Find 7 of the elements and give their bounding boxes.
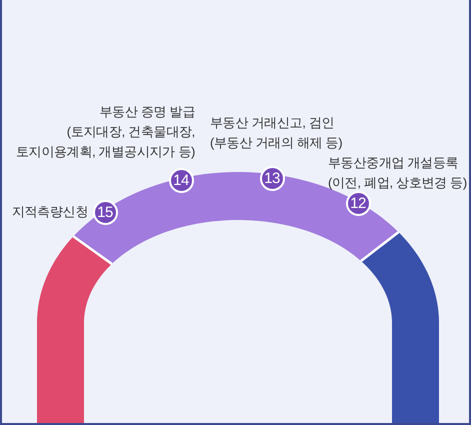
step-note: (이전, 폐업, 상호변경 등) bbox=[328, 174, 467, 192]
step-title: 부동산 증명 발급 bbox=[99, 103, 195, 121]
step-title: 부동산 거래신고, 검인 bbox=[210, 114, 334, 132]
step-title: 지적측량신청 bbox=[12, 203, 88, 221]
step-note: (토지대장, 건축물대장, 토지이용계획, 개별공시지가 등) bbox=[14, 123, 195, 161]
step-note: (부동산 거래의 해제 등) bbox=[210, 134, 342, 152]
step-title: 부동산중개업 개설등록 bbox=[328, 154, 458, 172]
